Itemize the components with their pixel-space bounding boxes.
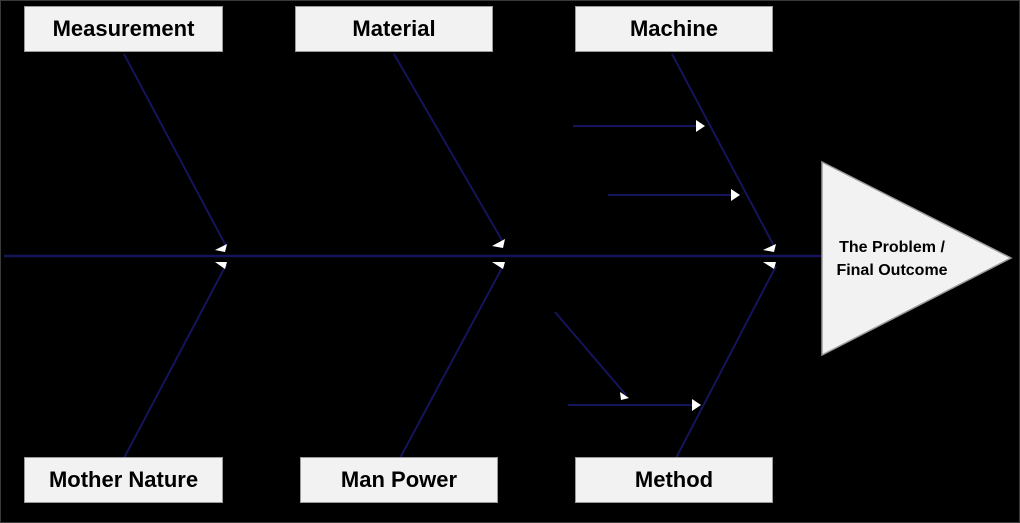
method-arrowhead (763, 262, 776, 269)
measurement-bone (123, 53, 227, 247)
category-machine-box: Machine (575, 6, 773, 52)
mother-nature-bone (123, 264, 227, 459)
method-subcause-arrow-2 (554, 311, 627, 396)
material-bone (393, 53, 504, 243)
machine-bone (671, 53, 775, 247)
category-mother-nature-box: Mother Nature (24, 457, 223, 503)
category-man-power-label: Man Power (340, 467, 458, 492)
fish-head-triangle (821, 160, 1013, 357)
category-mother-nature-label: Mother Nature (48, 467, 199, 492)
category-measurement-label: Measurement (52, 16, 195, 41)
sub-arrowhead-3 (692, 399, 701, 411)
sub-arrowhead-1 (696, 120, 705, 132)
category-material-label: Material (352, 16, 436, 41)
machine-arrowhead (763, 244, 776, 252)
sub-arrowhead-2 (731, 189, 740, 201)
man-power-arrowhead (492, 262, 505, 269)
category-measurement-box: Measurement (24, 6, 223, 52)
mother-nature-arrowhead (215, 262, 227, 269)
man-power-bone (399, 265, 504, 459)
category-material-box: Material (295, 6, 493, 52)
category-method-box: Method (575, 457, 773, 503)
method-bone (675, 265, 777, 459)
measurement-arrowhead (215, 244, 227, 252)
sub-arrowhead-4 (620, 392, 629, 400)
material-arrowhead (492, 239, 505, 248)
arrowheads (215, 120, 776, 411)
category-machine-label: Machine (629, 16, 719, 41)
category-method-label: Method (634, 467, 714, 492)
problem-outcome-line-2: Final Outcome (836, 262, 948, 279)
category-man-power-box: Man Power (300, 457, 498, 503)
problem-outcome-label: The Problem / Final Outcome (822, 236, 962, 282)
problem-outcome-line-1: The Problem / (839, 239, 945, 256)
